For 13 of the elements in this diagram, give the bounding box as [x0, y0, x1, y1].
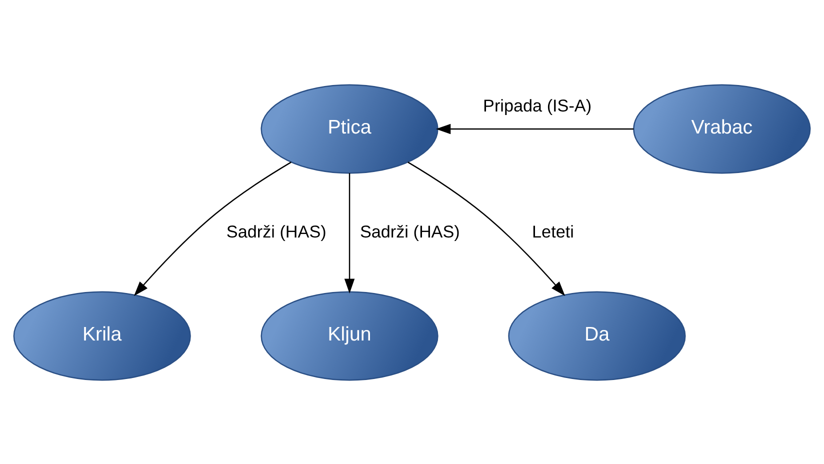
- edge-label: Pripada (IS-A): [483, 94, 592, 115]
- arrow: [408, 161, 566, 296]
- arrow: [436, 123, 634, 134]
- arrow: [344, 172, 355, 293]
- node-ellipse: Ptica: [260, 84, 438, 174]
- edge-label: Sadrži (HAS): [360, 221, 460, 242]
- node-ellipse: Da: [508, 290, 686, 380]
- arrow: [134, 161, 292, 296]
- node-ellipse: Krila: [13, 290, 191, 380]
- node-ellipse: Vrabac: [633, 84, 811, 174]
- edge-label: Sadrži (HAS): [226, 221, 326, 242]
- node-ellipse: Kljun: [260, 290, 438, 380]
- edge-label: Leteti: [532, 221, 574, 242]
